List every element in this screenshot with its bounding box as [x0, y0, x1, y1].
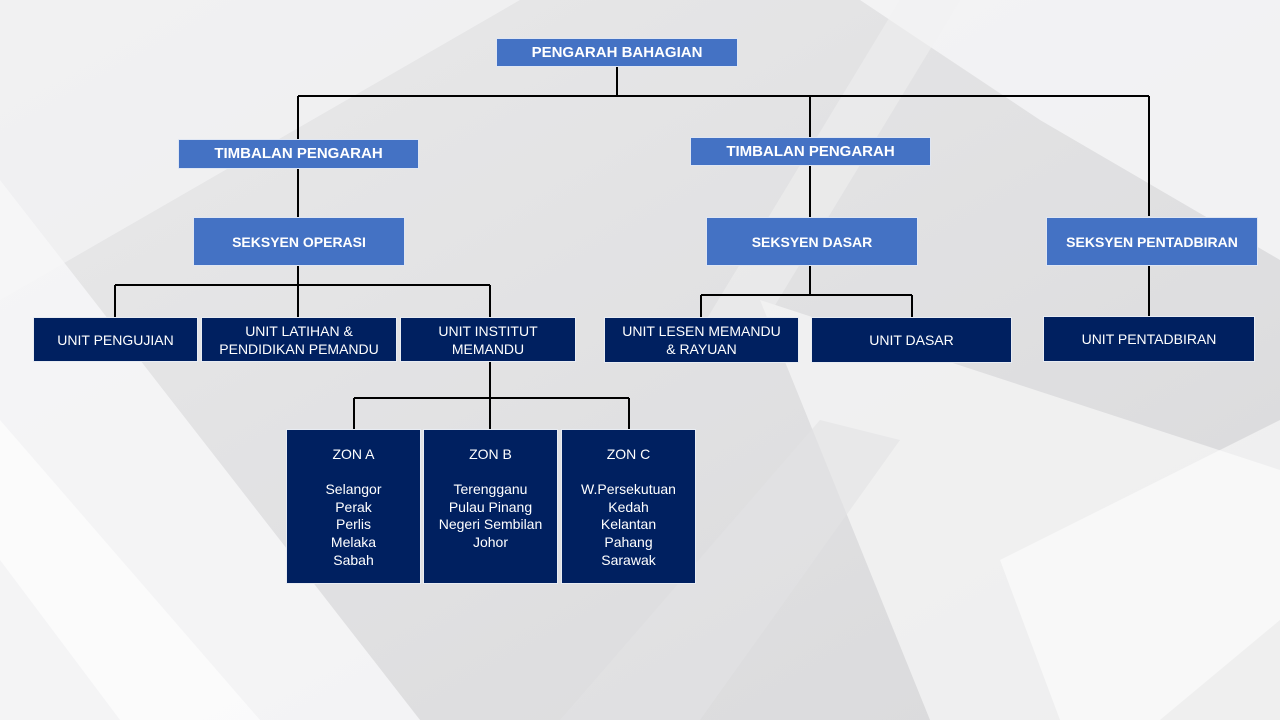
- zone-c-box: ZON C W.Persekutuan Kedah Kelantan Pahan…: [561, 429, 696, 584]
- section-operasi-box: SEKSYEN OPERASI: [193, 217, 405, 266]
- zone-a-box: ZON A Selangor Perak Perlis Melaka Sabah: [286, 429, 421, 584]
- unit-pentadbiran-box: UNIT PENTADBIRAN: [1043, 316, 1255, 362]
- zone-c-title: ZON C: [606, 446, 651, 462]
- unit-institut-label: UNIT INSTITUT MEMANDU: [438, 322, 538, 357]
- section-pentadbiran-box: SEKSYEN PENTADBIRAN: [1046, 217, 1258, 266]
- section-operasi-label: SEKSYEN OPERASI: [232, 233, 366, 250]
- zone-b-place: Johor: [472, 534, 509, 551]
- zone-c-place: Pahang: [604, 534, 653, 551]
- zone-b-title: ZON B: [469, 446, 512, 462]
- zone-b-place: Pulau Pinang: [448, 498, 533, 515]
- zone-c-place: Kedah: [608, 498, 649, 515]
- zone-b-box: ZON B Terengganu Pulau Pinang Negeri Sem…: [423, 429, 558, 584]
- deputy-box-left: TIMBALAN PENGARAH: [178, 139, 419, 169]
- unit-dasar-label: UNIT DASAR: [869, 332, 954, 348]
- unit-pengujian-box: UNIT PENGUJIAN: [33, 317, 198, 362]
- section-pentadbiran-label: SEKSYEN PENTADBIRAN: [1066, 233, 1238, 250]
- zone-a-place: Perak: [335, 498, 372, 515]
- unit-latihan-box: UNIT LATIHAN & PENDIDIKAN PEMANDU: [201, 317, 397, 362]
- zone-a-title: ZON A: [332, 446, 375, 462]
- zone-c-place: W.Persekutuan: [581, 480, 676, 497]
- director-label: PENGARAH BAHAGIAN: [531, 43, 703, 61]
- zone-a-place: Sabah: [333, 551, 374, 568]
- zone-a-place: Perlis: [335, 516, 371, 533]
- deputy-box-right: TIMBALAN PENGARAH: [690, 137, 931, 166]
- zone-a-place: Selangor: [325, 480, 382, 497]
- unit-institut-box: UNIT INSTITUT MEMANDU: [400, 317, 576, 362]
- unit-pengujian-label: UNIT PENGUJIAN: [57, 331, 174, 348]
- deputy-label-left: TIMBALAN PENGARAH: [214, 145, 383, 162]
- deputy-label-right: TIMBALAN PENGARAH: [726, 142, 895, 160]
- unit-lesen-label: UNIT LESEN MEMANDU & RAYUAN: [622, 323, 781, 357]
- unit-pentadbiran-label: UNIT PENTADBIRAN: [1081, 331, 1217, 347]
- zone-b-place: Terengganu: [453, 480, 528, 497]
- zone-b-place: Negeri Sembilan: [438, 516, 543, 533]
- unit-latihan-label: UNIT LATIHAN & PENDIDIKAN PEMANDU: [219, 322, 379, 357]
- section-dasar-box: SEKSYEN DASAR: [706, 217, 918, 266]
- section-dasar-label: SEKSYEN DASAR: [751, 233, 873, 250]
- unit-dasar-box: UNIT DASAR: [811, 317, 1012, 363]
- unit-lesen-box: UNIT LESEN MEMANDU & RAYUAN: [604, 317, 799, 363]
- zone-c-place: Sarawak: [601, 551, 656, 568]
- zone-c-place: Kelantan: [600, 516, 657, 533]
- director-box: PENGARAH BAHAGIAN: [496, 38, 738, 67]
- zone-a-place: Melaka: [330, 534, 377, 551]
